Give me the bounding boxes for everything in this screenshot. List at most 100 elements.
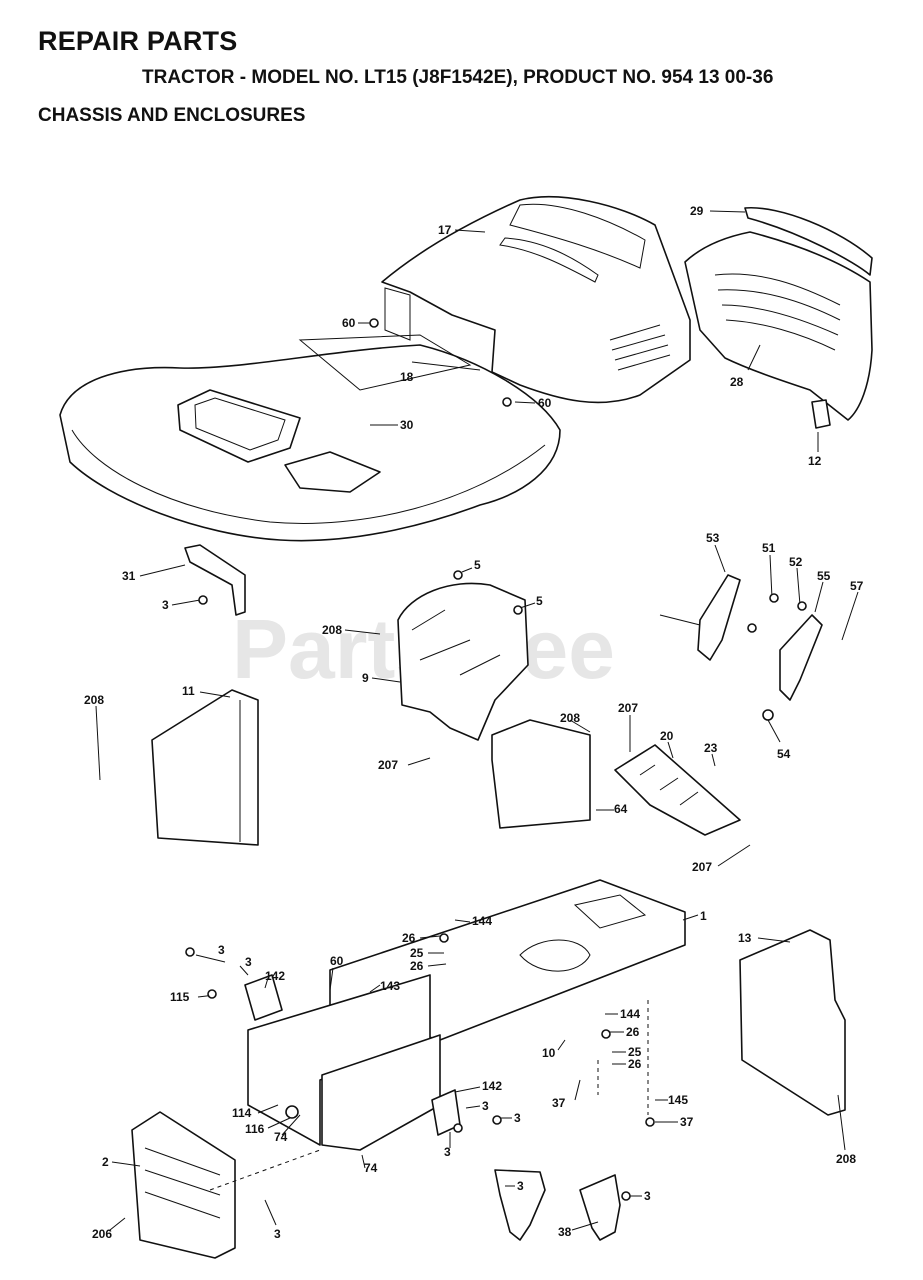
plate-9-part xyxy=(397,582,529,741)
svg-text:37: 37 xyxy=(680,1115,694,1129)
callout-3h: 3 xyxy=(505,1179,524,1193)
svg-text:144: 144 xyxy=(620,1007,640,1021)
callout-30: 30 xyxy=(370,418,414,432)
svg-text:26: 26 xyxy=(626,1025,640,1039)
svg-text:20: 20 xyxy=(660,729,674,743)
svg-text:208: 208 xyxy=(322,623,342,637)
svg-text:144: 144 xyxy=(472,914,492,928)
callout-12: 12 xyxy=(808,432,822,468)
svg-text:57: 57 xyxy=(850,579,864,593)
svg-text:74: 74 xyxy=(274,1130,288,1144)
svg-text:207: 207 xyxy=(618,701,638,715)
svg-text:2: 2 xyxy=(102,1155,109,1169)
svg-text:28: 28 xyxy=(730,375,744,389)
bracket-142-part xyxy=(244,974,283,1021)
housing-64-part xyxy=(491,719,591,829)
bracket-55-part xyxy=(779,614,823,701)
svg-text:26: 26 xyxy=(402,931,416,945)
svg-text:10: 10 xyxy=(542,1046,556,1060)
svg-text:13: 13 xyxy=(738,931,752,945)
svg-text:5: 5 xyxy=(536,594,543,608)
callout-5: 5 xyxy=(461,558,481,573)
svg-text:55: 55 xyxy=(817,569,831,583)
callout-52: 52 xyxy=(789,555,803,606)
bracket-31-part xyxy=(184,544,246,616)
svg-text:207: 207 xyxy=(378,758,398,772)
callout-60b: 60 xyxy=(514,396,552,410)
callout-208b: 208 xyxy=(84,693,104,781)
callout-11: 11 xyxy=(182,684,231,698)
svg-text:3: 3 xyxy=(274,1227,281,1241)
svg-text:64: 64 xyxy=(614,802,628,816)
svg-text:142: 142 xyxy=(482,1079,502,1093)
svg-text:60: 60 xyxy=(330,954,344,968)
callout-3i: 3 xyxy=(628,1189,651,1203)
svg-text:116: 116 xyxy=(245,1122,265,1136)
svg-text:3: 3 xyxy=(482,1099,489,1113)
callout-20: 20 xyxy=(660,729,674,759)
callout-31: 31 xyxy=(122,564,186,583)
svg-text:3: 3 xyxy=(644,1189,651,1203)
callout-206: 206 xyxy=(92,1217,126,1241)
svg-text:1: 1 xyxy=(700,909,707,923)
callout-144: 144 xyxy=(454,914,492,928)
callout-18: 18 xyxy=(400,361,481,384)
bracket-38-left-part xyxy=(494,1169,546,1241)
callout-26d: 26 xyxy=(612,1057,642,1071)
svg-text:54: 54 xyxy=(777,747,791,761)
panel-13-part xyxy=(739,929,846,1116)
callout-23: 23 xyxy=(704,741,718,767)
svg-text:51: 51 xyxy=(762,541,776,555)
callout-116: 116 xyxy=(245,1117,291,1136)
svg-text:31: 31 xyxy=(122,569,136,583)
svg-text:17: 17 xyxy=(438,223,452,237)
callout-26: 26 xyxy=(402,931,441,945)
svg-text:60: 60 xyxy=(342,316,356,330)
callout-208: 208 xyxy=(322,623,381,637)
svg-text:25: 25 xyxy=(628,1045,642,1059)
svg-text:208: 208 xyxy=(836,1152,856,1166)
callout-26b: 26 xyxy=(410,959,447,973)
svg-text:30: 30 xyxy=(400,418,414,432)
hood-latch-part xyxy=(811,399,831,429)
svg-text:3: 3 xyxy=(514,1111,521,1125)
callout-1: 1 xyxy=(682,909,707,923)
callout-74: 74 xyxy=(274,1114,301,1144)
assembly-line xyxy=(209,1000,649,1191)
callout-145: 145 xyxy=(655,1093,688,1107)
section-title: CHASSIS AND ENCLOSURES xyxy=(38,105,306,126)
callout-60: 60 xyxy=(342,316,372,330)
callout-37b: 37 xyxy=(655,1115,694,1129)
svg-text:26: 26 xyxy=(410,959,424,973)
callout-9: 9 xyxy=(362,671,401,685)
callout-64: 64 xyxy=(596,802,628,816)
svg-text:18: 18 xyxy=(400,370,414,384)
svg-text:37: 37 xyxy=(552,1096,566,1110)
callout-142: 142 xyxy=(264,969,285,989)
svg-text:25: 25 xyxy=(410,946,424,960)
svg-text:74: 74 xyxy=(364,1161,378,1175)
svg-text:52: 52 xyxy=(789,555,803,569)
callout-207b: 207 xyxy=(378,757,431,772)
callout-3: 3 xyxy=(162,598,201,612)
hardware-fasteners xyxy=(185,318,807,1201)
callout-3e: 3 xyxy=(500,1111,521,1125)
footplate-20-part xyxy=(614,744,741,836)
callout-17: 17 xyxy=(438,223,486,237)
grille-cap-part xyxy=(744,207,873,276)
callout-5b: 5 xyxy=(519,594,543,609)
callout-143: 143 xyxy=(369,979,400,993)
svg-text:11: 11 xyxy=(182,684,195,698)
model-subtitle: TRACTOR - MODEL NO. LT15 (J8F1542E), PRO… xyxy=(142,67,774,88)
callout-142b: 142 xyxy=(454,1079,502,1093)
page-title: REPAIR PARTS xyxy=(38,26,238,56)
callout-57: 57 xyxy=(841,579,864,641)
svg-text:143: 143 xyxy=(380,979,400,993)
svg-text:23: 23 xyxy=(704,741,718,755)
callout-3d: 3 xyxy=(465,1099,489,1113)
svg-text:142: 142 xyxy=(265,969,285,983)
callout-3b: 3 xyxy=(195,943,226,963)
callout-10: 10 xyxy=(542,1039,566,1060)
svg-text:26: 26 xyxy=(628,1057,642,1071)
